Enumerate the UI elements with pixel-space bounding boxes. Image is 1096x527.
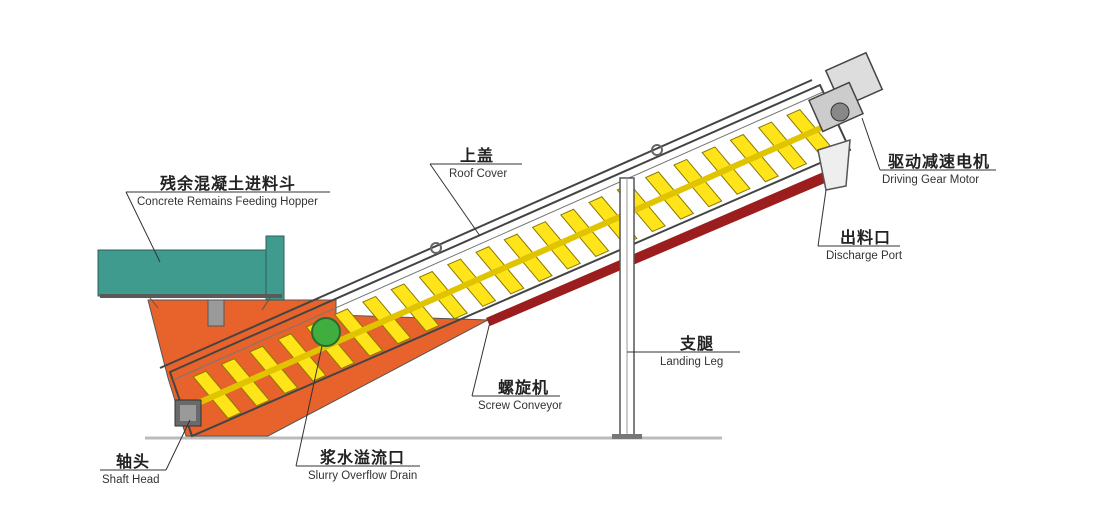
discharge-chute (817, 138, 851, 191)
hopper-label-en: Concrete Remains Feeding Hopper (137, 196, 318, 208)
discharge-bar (486, 170, 832, 326)
drive-motor (807, 51, 884, 133)
roof-cover-eyes (430, 144, 663, 254)
roof-cover-label-en: Roof Cover (449, 168, 508, 180)
hopper-label-zh: 残余混凝土进料斗 (160, 174, 297, 193)
shaft-head-label-en: Shaft Head (102, 474, 160, 486)
feeding-hopper (97, 235, 285, 327)
shaft-head (174, 399, 202, 427)
landing-leg-label-en: Landing Leg (660, 356, 724, 368)
landing-leg (612, 177, 642, 439)
screw-shaft (194, 121, 832, 407)
screw-label-en: Screw Conveyor (478, 400, 563, 412)
motor-label-zh: 驱动减速电机 (888, 152, 991, 171)
roof-cover-label-zh: 上盖 (460, 146, 495, 165)
discharge-label-zh: 出料口 (840, 228, 892, 247)
shaft-head-label-zh: 轴头 (116, 452, 151, 471)
discharge-label-en: Discharge Port (826, 250, 903, 262)
overflow-drain (311, 317, 341, 347)
motor-label-en: Driving Gear Motor (882, 174, 980, 186)
leader-lines (100, 117, 996, 471)
screw-label-zh: 螺旋机 (498, 378, 550, 397)
overflow-label-zh: 浆水溢流口 (320, 448, 406, 467)
landing-leg-label-zh: 支腿 (680, 334, 715, 353)
overflow-label-en: Slurry Overflow Drain (308, 470, 418, 482)
